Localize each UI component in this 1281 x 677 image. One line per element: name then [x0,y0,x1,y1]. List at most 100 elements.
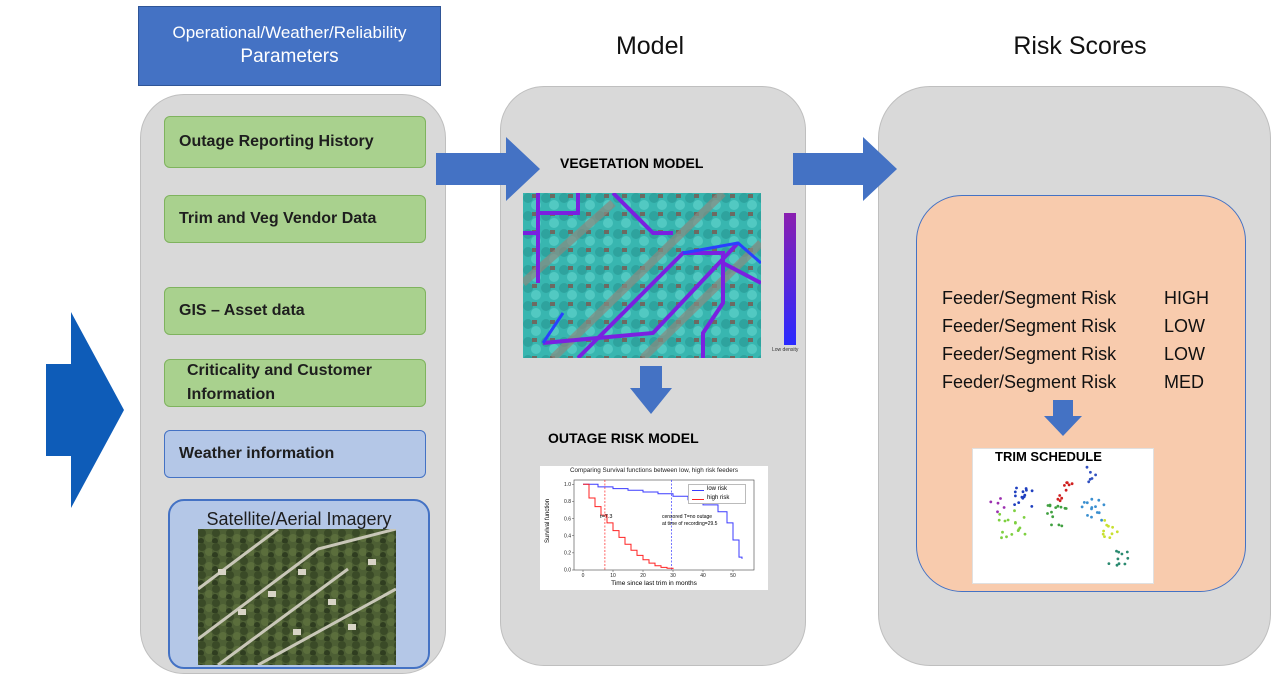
scatter-point [1046,512,1049,515]
scatter-point [1090,515,1093,519]
aerial-image [198,529,396,665]
input-weather: Weather information [164,430,426,478]
risk-label: Feeder/Segment Risk [942,344,1117,364]
chart-legend: low risk high risk [688,484,746,504]
scatter-point [1090,477,1094,480]
scatter-point [1095,511,1099,514]
input-label: Criticality and Customer Information [187,362,372,403]
scatter-point [1082,501,1086,504]
x-tick-label: 30 [670,573,676,579]
big-input-arrow [46,312,124,508]
vegetation-map [523,193,761,358]
scatter-point [1126,556,1130,560]
scatter-point [1115,563,1119,567]
outage-risk-model-title: OUTAGE RISK MODEL [548,430,699,446]
y-tick-label: 0.0 [564,568,571,574]
scatter-point [1070,482,1074,486]
scatter-point [1103,535,1106,538]
x-tick-label: 10 [610,573,616,579]
risk-row: Feeder/Segment Risk [942,344,1116,365]
input-label: Weather information [179,445,335,462]
trim-schedule-title: TRIM SCHEDULE [995,449,1102,464]
arrow-down-risk [1044,400,1082,436]
legend-high-swatch [692,499,704,500]
scatter-point [1125,550,1129,554]
risk-row: Feeder/Segment Risk [942,372,1116,393]
scatter-point [1003,519,1007,523]
chart-title: Comparing Survival functions between low… [569,467,738,474]
scatter-point [1014,494,1017,498]
imagery-label: Satellite/Aerial Imagery [206,509,392,529]
scatter-point [1006,518,1010,522]
parameters-header: Operational/Weather/Reliability Paramete… [138,6,441,86]
colorbar-label: Low density [772,347,799,353]
annotation-high-risk: t=7.3 [600,514,613,520]
scatter-point [996,510,999,514]
scatter-point [1094,505,1097,508]
scatter-point [1020,495,1024,499]
risk-level: LOW [1164,344,1206,364]
legend-low-swatch [692,490,704,491]
input-label: Outage Reporting History [179,133,374,150]
arrow-to-risk [793,137,897,201]
legend-low-label: low risk [707,486,728,492]
scatter-point [1067,483,1071,487]
scatter-point [1103,519,1107,522]
risk-label: Feeder/Segment Risk [942,372,1117,392]
scatter-point [1117,550,1121,554]
annotation-low-risk-2: at time of recording=29.5 [662,521,718,527]
scatter-point [1050,510,1053,514]
scatter-point [1051,515,1055,519]
scatter-point [1050,523,1053,527]
scatter-point [1090,506,1094,509]
y-tick-label: 1.0 [564,482,571,488]
scatter-point [1059,505,1063,509]
scatter-point [1054,506,1058,509]
density-colorbar [784,213,796,345]
scatter-point [1013,490,1017,494]
scatter-point [1060,496,1064,500]
scatter-point [1123,562,1127,566]
input-label: GIS – Asset data [179,302,305,319]
scatter-point [1115,549,1118,553]
scatter-point [1056,504,1060,508]
scatter-point [1107,562,1111,565]
scatter-point [1097,498,1101,502]
scatter-point [1023,532,1027,536]
scatter-point [1017,501,1021,504]
scatter-point [1063,506,1067,510]
scatter-point [1057,523,1061,527]
scatter-point [1058,494,1062,497]
scatter-point [1116,557,1120,561]
plot-frame [573,479,755,571]
risk-level: HIGH [1164,288,1209,308]
scatter-point [999,497,1002,500]
input-outage-history: Outage Reporting History [164,116,426,168]
scatter-point [1101,532,1105,536]
vegetation-model-title: VEGETATION MODEL [560,155,704,171]
scatter-point [1064,488,1068,492]
series-line-high-risk [583,483,674,570]
scatter-point [997,518,1001,522]
scatter-point [1105,523,1109,527]
scatter-point [1015,486,1018,490]
scatter-point [1117,562,1121,566]
chart-xlabel: Time since last trim in months [611,580,697,587]
scatter-point [1058,499,1062,503]
scatter-point [1060,524,1064,528]
parameters-header-line1: Operational/Weather/Reliability [172,23,407,42]
scatter-point [1089,470,1092,474]
risk-level: LOW [1164,316,1206,336]
risk-row: Feeder/Segment Risk [942,288,1116,309]
x-tick-label: 50 [730,573,736,579]
trim-schedule-scatter [989,465,1130,567]
scatter-point [1087,480,1091,484]
scatter-point [1094,473,1097,477]
scatter-point [1086,514,1089,517]
scatter-point [1100,518,1103,522]
input-gis-asset: GIS – Asset data [164,287,426,335]
scatter-point [1005,535,1008,539]
risk-scores-title: Risk Scores [1013,32,1147,60]
scatter-point [989,500,993,504]
scatter-point [1108,536,1112,539]
